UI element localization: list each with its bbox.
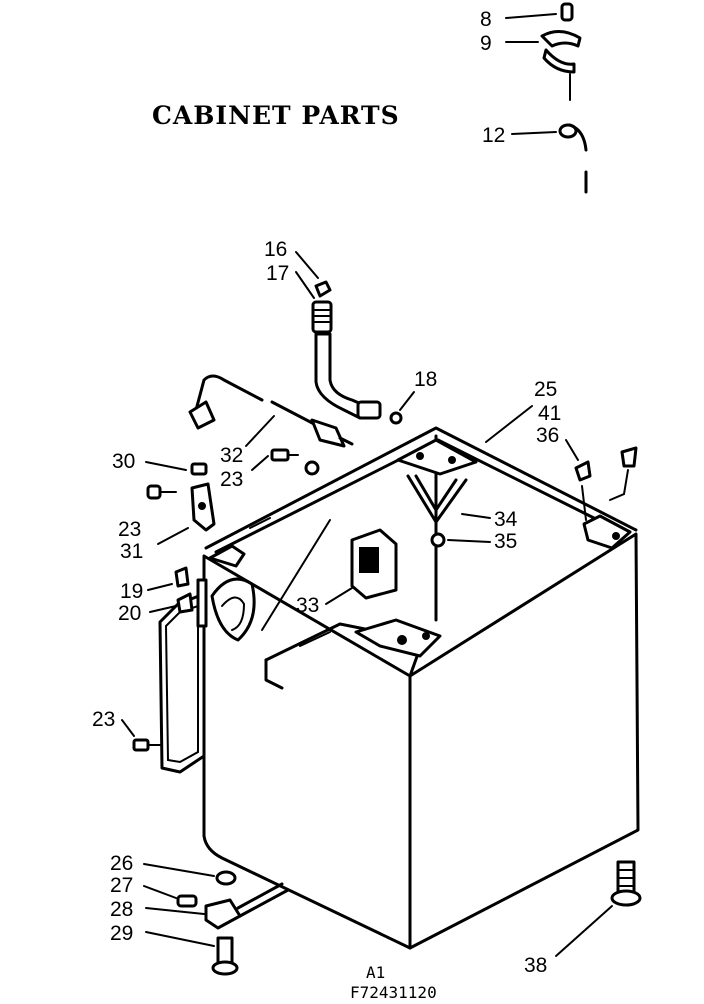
part-9-bracket xyxy=(540,30,582,101)
label-9: 9 xyxy=(480,32,492,55)
label-16: 16 xyxy=(264,238,287,261)
label-12: 12 xyxy=(482,124,505,147)
label-23-left: 23 xyxy=(118,518,141,541)
label-32: 32 xyxy=(220,444,243,467)
diagram-code-a: A1 xyxy=(366,963,385,982)
part-12-hose xyxy=(558,123,588,194)
clip-36 xyxy=(574,446,638,521)
part-35 xyxy=(430,532,446,548)
label-23-bottom: 23 xyxy=(92,708,115,731)
side-panel xyxy=(158,566,208,774)
bracket-31 xyxy=(190,482,216,532)
label-25: 25 xyxy=(534,378,557,401)
diagram-code-b: F72431120 xyxy=(350,983,437,1002)
diagram-title: CABINET PARTS xyxy=(152,101,400,130)
label-8: 8 xyxy=(480,8,492,31)
part-8-screw xyxy=(560,2,574,22)
leveling-leg-38 xyxy=(610,860,642,907)
label-26: 26 xyxy=(110,852,133,875)
part-number-labels: 8 9 12 16 17 18 25 41 36 30 32 23 23 31 … xyxy=(92,8,561,977)
label-20: 20 xyxy=(118,602,141,625)
label-27: 27 xyxy=(110,874,133,897)
label-31: 31 xyxy=(120,540,143,563)
screw-23-bottom xyxy=(132,738,161,752)
label-17: 17 xyxy=(266,262,289,285)
screw-23-left xyxy=(146,484,177,500)
label-23-top: 23 xyxy=(220,468,243,491)
label-34: 34 xyxy=(494,508,518,531)
label-18: 18 xyxy=(414,368,437,391)
label-36: 36 xyxy=(536,424,559,447)
wire-harness xyxy=(188,374,354,448)
leveling-leg-parts xyxy=(176,870,290,976)
label-30: 30 xyxy=(112,450,135,473)
cabinet-body xyxy=(202,426,640,950)
clip-30 xyxy=(190,462,208,476)
label-35: 35 xyxy=(494,530,517,553)
label-33: 33 xyxy=(296,594,319,617)
switch-33 xyxy=(261,519,398,631)
screw-23-top xyxy=(270,448,320,476)
leader-lines xyxy=(121,13,613,957)
label-38: 38 xyxy=(524,954,547,977)
fill-hose xyxy=(311,280,403,425)
label-29: 29 xyxy=(110,922,133,945)
label-28: 28 xyxy=(110,898,133,921)
label-41: 41 xyxy=(538,402,561,425)
label-19: 19 xyxy=(120,580,143,603)
